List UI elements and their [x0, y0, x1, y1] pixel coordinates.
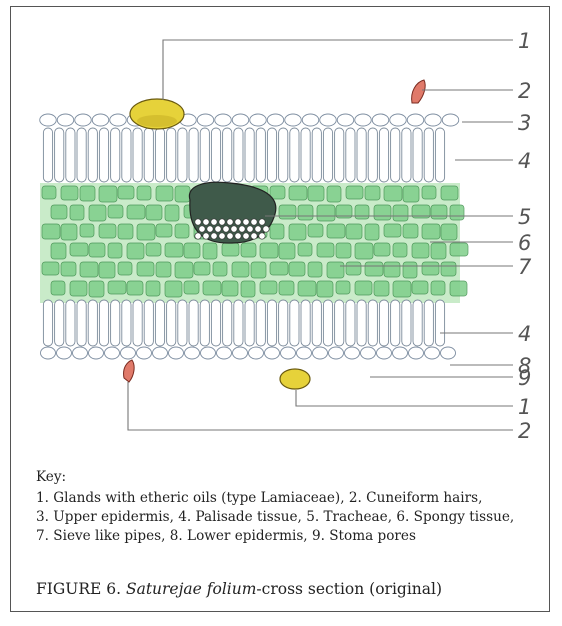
label-palisade-top: 4: [518, 149, 531, 173]
key-line-1: 1. Glands with etheric oils (type Lamiac…: [36, 489, 546, 508]
caption-suffix: -cross section (original): [256, 580, 442, 598]
tracheae: [189, 182, 275, 243]
label-sieve-pipes: 7: [518, 255, 532, 279]
figure-caption: FIGURE 6. Saturejae folium-cross section…: [36, 580, 442, 598]
upper-epidermis: [40, 114, 459, 126]
leaf-cross-section-diagram: 123456748912: [0, 0, 562, 470]
key-line-3: 7. Sieve like pipes, 8. Lower epidermis,…: [36, 527, 546, 546]
cuneiform-hair-lower: [124, 360, 135, 382]
key-line-2: 3. Upper epidermis, 4. Palisade tissue, …: [36, 508, 546, 527]
palisade-tissue-upper: [43, 128, 444, 182]
gland-lower: [280, 369, 310, 389]
gland-upper: [130, 99, 184, 129]
label-spongy-tissue: 6: [518, 231, 531, 255]
label-gland-bottom: 1: [518, 395, 531, 419]
caption-species: Saturejae folium: [126, 580, 256, 598]
label-stoma-pores: 9: [518, 366, 531, 390]
label-hair-top: 2: [518, 79, 531, 103]
key-title: Key:: [36, 468, 546, 487]
label-gland-top: 1: [518, 29, 531, 53]
caption-prefix: FIGURE 6.: [36, 580, 126, 598]
label-palisade-bottom: 4: [518, 322, 531, 346]
figure-key: Key: 1. Glands with etheric oils (type L…: [36, 468, 546, 546]
lower-epidermis: [41, 347, 456, 359]
palisade-tissue-lower: [43, 300, 444, 346]
cuneiform-hair-upper: [412, 80, 426, 103]
label-tracheae: 5: [518, 205, 531, 229]
label-hair-bottom: 2: [518, 419, 531, 443]
label-upper-epidermis: 3: [518, 111, 531, 135]
